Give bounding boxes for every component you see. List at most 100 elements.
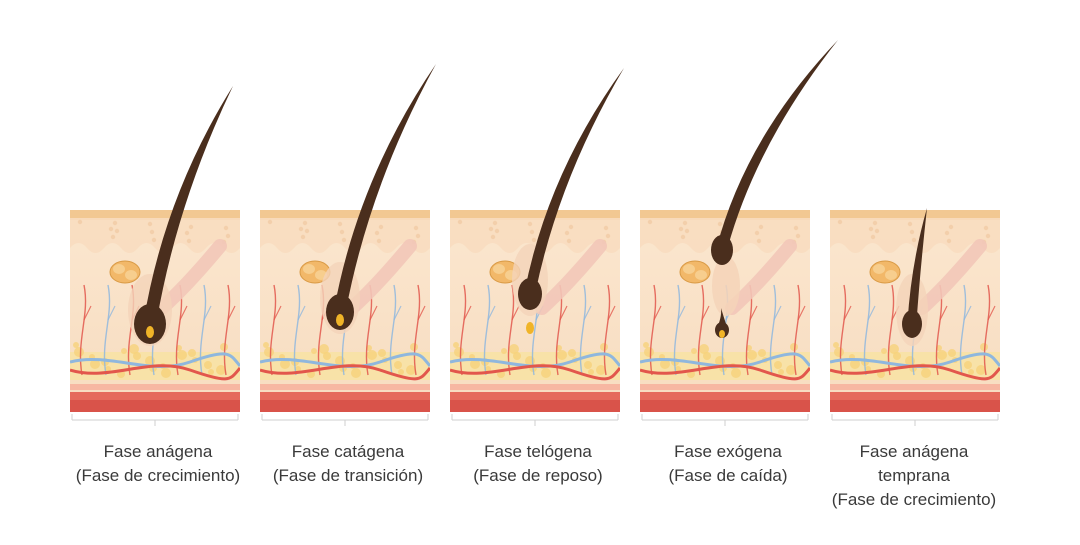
muscle-band-deep bbox=[450, 400, 620, 412]
fat-cell bbox=[557, 350, 567, 360]
hair-follicle-icon bbox=[518, 278, 542, 310]
gland-lobe bbox=[303, 264, 315, 274]
gland-lobe bbox=[873, 264, 885, 274]
panel-bracket bbox=[452, 414, 618, 426]
cell-dot bbox=[718, 222, 722, 226]
gland-lobe bbox=[113, 264, 125, 274]
caption-line: Fase anágena bbox=[58, 440, 258, 464]
cell-dot bbox=[152, 238, 156, 242]
fat-cell bbox=[774, 361, 782, 369]
cell-dot bbox=[532, 238, 536, 242]
caption-line: (Fase de caída) bbox=[628, 464, 828, 488]
cell-dot bbox=[908, 222, 912, 226]
cell-dot bbox=[945, 231, 949, 235]
fat-cell bbox=[541, 368, 551, 378]
fat-cell bbox=[204, 361, 212, 369]
muscle-band-deep bbox=[830, 400, 1000, 412]
cell-dot bbox=[530, 230, 534, 234]
fascia-band bbox=[450, 384, 620, 390]
cell-dot bbox=[379, 225, 383, 229]
fat-cell bbox=[311, 348, 317, 354]
fat-cell bbox=[921, 368, 931, 378]
cell-dot bbox=[528, 222, 532, 226]
caption-line: Fase telógena bbox=[438, 440, 638, 464]
fat-cell bbox=[937, 350, 947, 360]
dermal-papilla bbox=[146, 326, 154, 338]
cell-dot bbox=[189, 225, 193, 229]
fat-cell bbox=[568, 349, 576, 357]
cell-dot bbox=[303, 221, 307, 225]
fat-cell bbox=[188, 349, 196, 357]
muscle-band-deep bbox=[640, 400, 810, 412]
cell-dot bbox=[759, 225, 763, 229]
muscle-band-deep bbox=[260, 400, 430, 412]
fat-cell bbox=[584, 361, 592, 369]
cell-dot bbox=[416, 234, 420, 238]
fat-cell bbox=[893, 352, 901, 360]
fat-cell bbox=[323, 352, 331, 360]
cell-dot bbox=[491, 235, 495, 239]
fat-cell bbox=[378, 349, 386, 357]
stratum-corneum bbox=[70, 210, 240, 218]
cell-dot bbox=[683, 221, 687, 225]
fat-cell bbox=[501, 348, 507, 354]
fat-cell bbox=[834, 347, 844, 357]
fat-cell bbox=[747, 350, 757, 360]
dermal-papilla bbox=[719, 330, 725, 338]
stratum-corneum bbox=[260, 210, 430, 218]
caption-exogen-phase: Fase exógena (Fase de caída) bbox=[628, 440, 828, 488]
fat-cell bbox=[881, 348, 887, 354]
fat-cell bbox=[351, 368, 361, 378]
fat-cell bbox=[367, 350, 377, 360]
caption-early-anagen-phase: Fase anágena temprana (Fase de crecimien… bbox=[814, 440, 1014, 512]
panels-layer bbox=[70, 40, 1017, 426]
cell-dot bbox=[755, 231, 759, 235]
cell-dot bbox=[986, 234, 990, 238]
cell-dot bbox=[375, 231, 379, 235]
fat-cell bbox=[948, 349, 956, 357]
panel-bracket bbox=[72, 414, 238, 426]
cell-dot bbox=[949, 225, 953, 229]
fat-cell bbox=[703, 352, 711, 360]
fascia-band bbox=[830, 384, 1000, 390]
gland-lobe bbox=[683, 264, 695, 274]
caption-line: temprana bbox=[814, 464, 1014, 488]
cell-dot bbox=[338, 222, 342, 226]
muscle-band-deep bbox=[70, 400, 240, 412]
cell-dot bbox=[340, 230, 344, 234]
stratum-corneum bbox=[450, 210, 620, 218]
dermal-papilla bbox=[336, 314, 344, 326]
cell-dot bbox=[111, 235, 115, 239]
caption-line: (Fase de reposo) bbox=[438, 464, 638, 488]
fascia-band bbox=[640, 384, 810, 390]
fat-cell bbox=[964, 361, 972, 369]
cell-dot bbox=[150, 230, 154, 234]
muscle-band bbox=[640, 392, 810, 400]
cell-dot bbox=[299, 227, 303, 231]
fascia-band bbox=[260, 384, 430, 390]
fat-cell bbox=[133, 352, 141, 360]
cell-dot bbox=[757, 239, 761, 243]
caption-line: (Fase de transición) bbox=[248, 464, 448, 488]
hair-follicle-icon bbox=[902, 310, 922, 338]
skin-panel-exogen bbox=[640, 210, 827, 412]
fat-cell bbox=[758, 349, 766, 357]
cell-dot bbox=[342, 238, 346, 242]
fat-cell bbox=[691, 348, 697, 354]
cell-dot bbox=[185, 231, 189, 235]
caption-line: (Fase de crecimiento) bbox=[814, 488, 1014, 512]
muscle-band bbox=[830, 392, 1000, 400]
panel-bracket bbox=[832, 414, 998, 426]
cell-dot bbox=[226, 234, 230, 238]
caption-anagen-phase: Fase anágena (Fase de crecimiento) bbox=[58, 440, 258, 488]
fat-cell bbox=[644, 347, 654, 357]
fascia-band bbox=[70, 384, 240, 390]
cell-dot bbox=[912, 238, 916, 242]
panel-bracket bbox=[262, 414, 428, 426]
caption-line: (Fase de crecimiento) bbox=[58, 464, 258, 488]
cell-dot bbox=[268, 220, 272, 224]
gland-lobe bbox=[695, 270, 707, 280]
cell-dot bbox=[187, 239, 191, 243]
fat-cell bbox=[454, 347, 464, 357]
